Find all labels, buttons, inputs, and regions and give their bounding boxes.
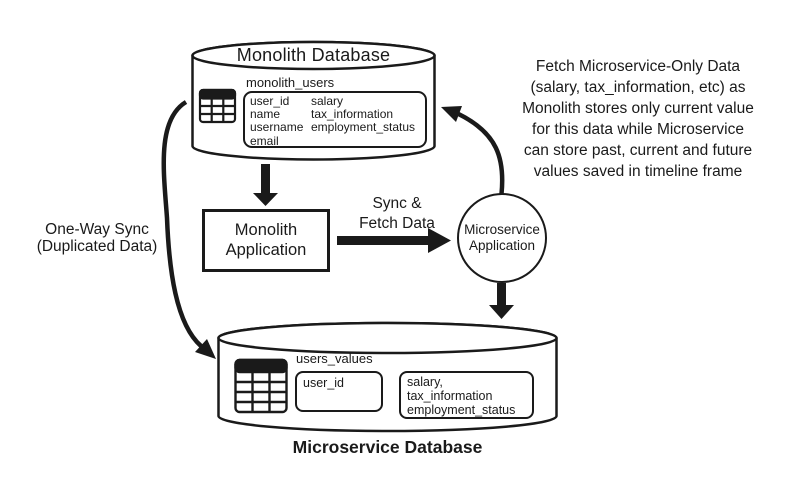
monolith-database-title: Monolith Database [236, 45, 391, 65]
users-values-fields-box: salary, tax_information employment_statu… [399, 371, 534, 419]
arrow-db-to-monolith-app [253, 164, 278, 206]
table-icon [198, 88, 237, 124]
monolith-users-key-fields: user_id name username email [250, 94, 304, 148]
microservice-database-title: Microservice Database [292, 437, 483, 457]
table-icon [234, 358, 288, 414]
fetch-microservice-only-data-note: Fetch Microservice-Only Data (salary, ta… [522, 58, 754, 180]
monolith-users-fields-box: user_id name username email salary tax_i… [243, 91, 427, 148]
arrow-fetch-microservice-data [441, 106, 505, 195]
microservice-application-circle: Microservice Application [457, 193, 547, 283]
users-values-table-name: users_values [296, 351, 373, 366]
arrow-one-way-sync [161, 100, 216, 359]
monolith-users-value-fields: salary tax_information employment_status [311, 94, 416, 135]
users-values-key-box: user_id [295, 371, 383, 412]
sync-fetch-data-label: Sync & Fetch Data [359, 195, 435, 232]
monolith-application-box: Monolith Application [202, 209, 330, 272]
arrow-sync-fetch [337, 228, 451, 253]
arrow-app-to-microservice-db [489, 283, 514, 319]
monolith-users-table-name: monolith_users [246, 75, 335, 90]
one-way-sync-label: One-Way Sync (Duplicated Data) [36, 221, 158, 255]
